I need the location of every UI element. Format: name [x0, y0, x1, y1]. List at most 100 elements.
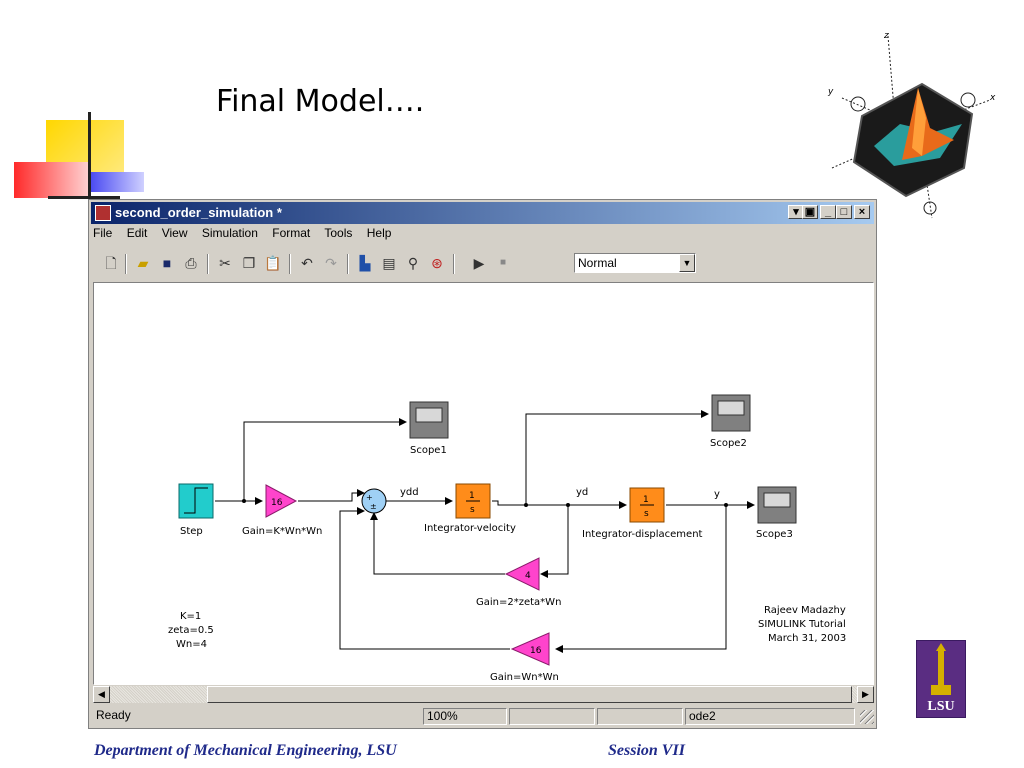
scope2-label: Scope2: [710, 438, 747, 449]
svg-text:1: 1: [643, 495, 649, 505]
chevron-down-icon[interactable]: ▼: [679, 254, 695, 272]
menu-file[interactable]: File: [93, 226, 113, 240]
status-empty-2: [597, 708, 683, 725]
sum-block[interactable]: + ±: [361, 488, 387, 514]
junction-dot: [566, 503, 570, 507]
gain3-block[interactable]: 16: [510, 632, 550, 666]
status-zoom: 100%: [423, 708, 507, 725]
debug-icon[interactable]: ⚲: [407, 255, 419, 271]
cut-icon[interactable]: ✂: [219, 255, 231, 271]
menu-format[interactable]: Format: [272, 226, 311, 240]
gain1-block[interactable]: 16: [265, 484, 298, 518]
junction-dot: [724, 503, 728, 507]
gain1-label: Gain=K*Wn*Wn: [242, 526, 322, 537]
toolbar-separator: [289, 254, 291, 274]
gain1-value: 16: [271, 498, 283, 508]
toolbar: 🗋 ▰ ■ ⎙ ✂ ❐ 📋 ↶ ↷ ▙ ▤ ⚲ ⊛ ▶ ■ Normal ▼: [93, 250, 872, 278]
lsu-logo-text: LSU: [927, 699, 955, 714]
pin-icon[interactable]: ▣: [802, 205, 818, 219]
svg-text:1: 1: [469, 491, 475, 501]
scope3-label: Scope3: [756, 529, 793, 540]
status-solver: ode2: [685, 708, 855, 725]
deco-blue-square: [84, 172, 144, 192]
menu-help[interactable]: Help: [366, 226, 392, 240]
svg-text:x: x: [989, 93, 996, 103]
scope1-block[interactable]: [409, 401, 449, 439]
toolbar-separator: [207, 254, 209, 274]
signal-ydd-label: ydd: [400, 487, 419, 498]
toolbar-separator: [453, 254, 455, 274]
svg-text:+: +: [366, 493, 373, 502]
toolbar-separator: [347, 254, 349, 274]
scope2-block[interactable]: [711, 394, 751, 432]
footer-department: Department of Mechanical Engineering, LS…: [94, 742, 397, 759]
window-title: second_order_simulation *: [115, 205, 282, 220]
resize-grip-icon[interactable]: [860, 710, 874, 724]
window-titlebar[interactable]: second_order_simulation * ▾ ▣ _ □ ×: [91, 202, 874, 224]
redo-icon[interactable]: ↷: [325, 255, 337, 271]
scope1-label: Scope1: [410, 445, 447, 456]
menu-view[interactable]: View: [161, 226, 188, 240]
menu-bar: File Edit View Simulation Format Tools H…: [93, 226, 402, 246]
step-label: Step: [180, 526, 203, 537]
menu-simulation[interactable]: Simulation: [201, 226, 258, 240]
status-state: Ready: [96, 708, 131, 722]
model-browser-icon[interactable]: ▤: [382, 255, 396, 271]
wire-gain1-sum: [298, 489, 365, 502]
gain2-block[interactable]: 4: [504, 557, 540, 591]
copy-icon[interactable]: ❐: [242, 255, 256, 271]
param-k: K=1: [180, 611, 201, 622]
lsu-logo: LSU: [916, 640, 966, 718]
menu-edit[interactable]: Edit: [126, 226, 148, 240]
footer-session: Session VII: [608, 742, 685, 759]
model-canvas[interactable]: Step 16 Gain=K*Wn*Wn + ± ydd 1 s Integra: [93, 282, 874, 685]
paste-icon[interactable]: 📋: [264, 255, 282, 271]
signal-yd-label: yd: [576, 487, 588, 498]
sim-mode-select[interactable]: Normal ▼: [574, 253, 696, 273]
gain3-value: 16: [530, 646, 542, 656]
menu-tools[interactable]: Tools: [324, 226, 353, 240]
svg-text:y: y: [827, 87, 834, 97]
scroll-thumb[interactable]: [207, 686, 852, 703]
deco-vertical-line: [88, 112, 91, 208]
play-icon[interactable]: ▶: [473, 255, 485, 271]
int-vel-label: Integrator-velocity: [424, 523, 516, 534]
close-button[interactable]: ×: [854, 205, 870, 219]
sim-mode-value: Normal: [578, 256, 617, 270]
svg-text:z: z: [883, 31, 889, 41]
param-wn: Wn=4: [176, 639, 207, 650]
svg-text:±: ±: [370, 502, 377, 511]
model-window: second_order_simulation * ▾ ▣ _ □ × File…: [88, 199, 877, 729]
stop-icon[interactable]: ■: [499, 257, 507, 268]
gain2-label: Gain=2*zeta*Wn: [476, 597, 561, 608]
toolbar-separator: [125, 254, 127, 274]
target-icon[interactable]: ⊛: [431, 255, 443, 271]
scroll-right-icon[interactable]: ▶: [857, 686, 874, 703]
integrator-velocity-block[interactable]: 1 s: [455, 483, 491, 519]
step-block[interactable]: [178, 483, 214, 519]
new-icon[interactable]: 🗋: [105, 255, 117, 271]
wire-gain2-sum: [370, 512, 505, 575]
print-icon[interactable]: ⎙: [185, 255, 197, 271]
open-icon[interactable]: ▰: [137, 255, 149, 271]
minimize-button[interactable]: _: [820, 205, 836, 219]
slide-title: Final Model….: [216, 84, 425, 119]
scroll-left-icon[interactable]: ◀: [93, 686, 110, 703]
undo-icon[interactable]: ↶: [301, 255, 313, 271]
integrator-displacement-block[interactable]: 1 s: [629, 487, 665, 523]
wire-gain3-sum: [339, 507, 510, 650]
block-diagram: Step 16 Gain=K*Wn*Wn + ± ydd 1 s Integra: [168, 394, 846, 683]
scope3-block[interactable]: [757, 486, 797, 524]
deco-red-square: [14, 162, 88, 198]
maximize-button[interactable]: □: [836, 205, 852, 219]
horizontal-scrollbar[interactable]: ◀ ▶: [93, 686, 874, 703]
junction-dot: [524, 503, 528, 507]
junction-dot: [242, 499, 246, 503]
wire-yd-gain2: [540, 505, 569, 578]
simulink-app-icon: [95, 205, 111, 221]
library-icon[interactable]: ▙: [359, 255, 371, 271]
param-zeta: zeta=0.5: [168, 625, 214, 636]
gain2-value: 4: [525, 571, 531, 581]
dock-icon[interactable]: ▾: [788, 205, 804, 219]
save-icon[interactable]: ■: [162, 255, 172, 271]
